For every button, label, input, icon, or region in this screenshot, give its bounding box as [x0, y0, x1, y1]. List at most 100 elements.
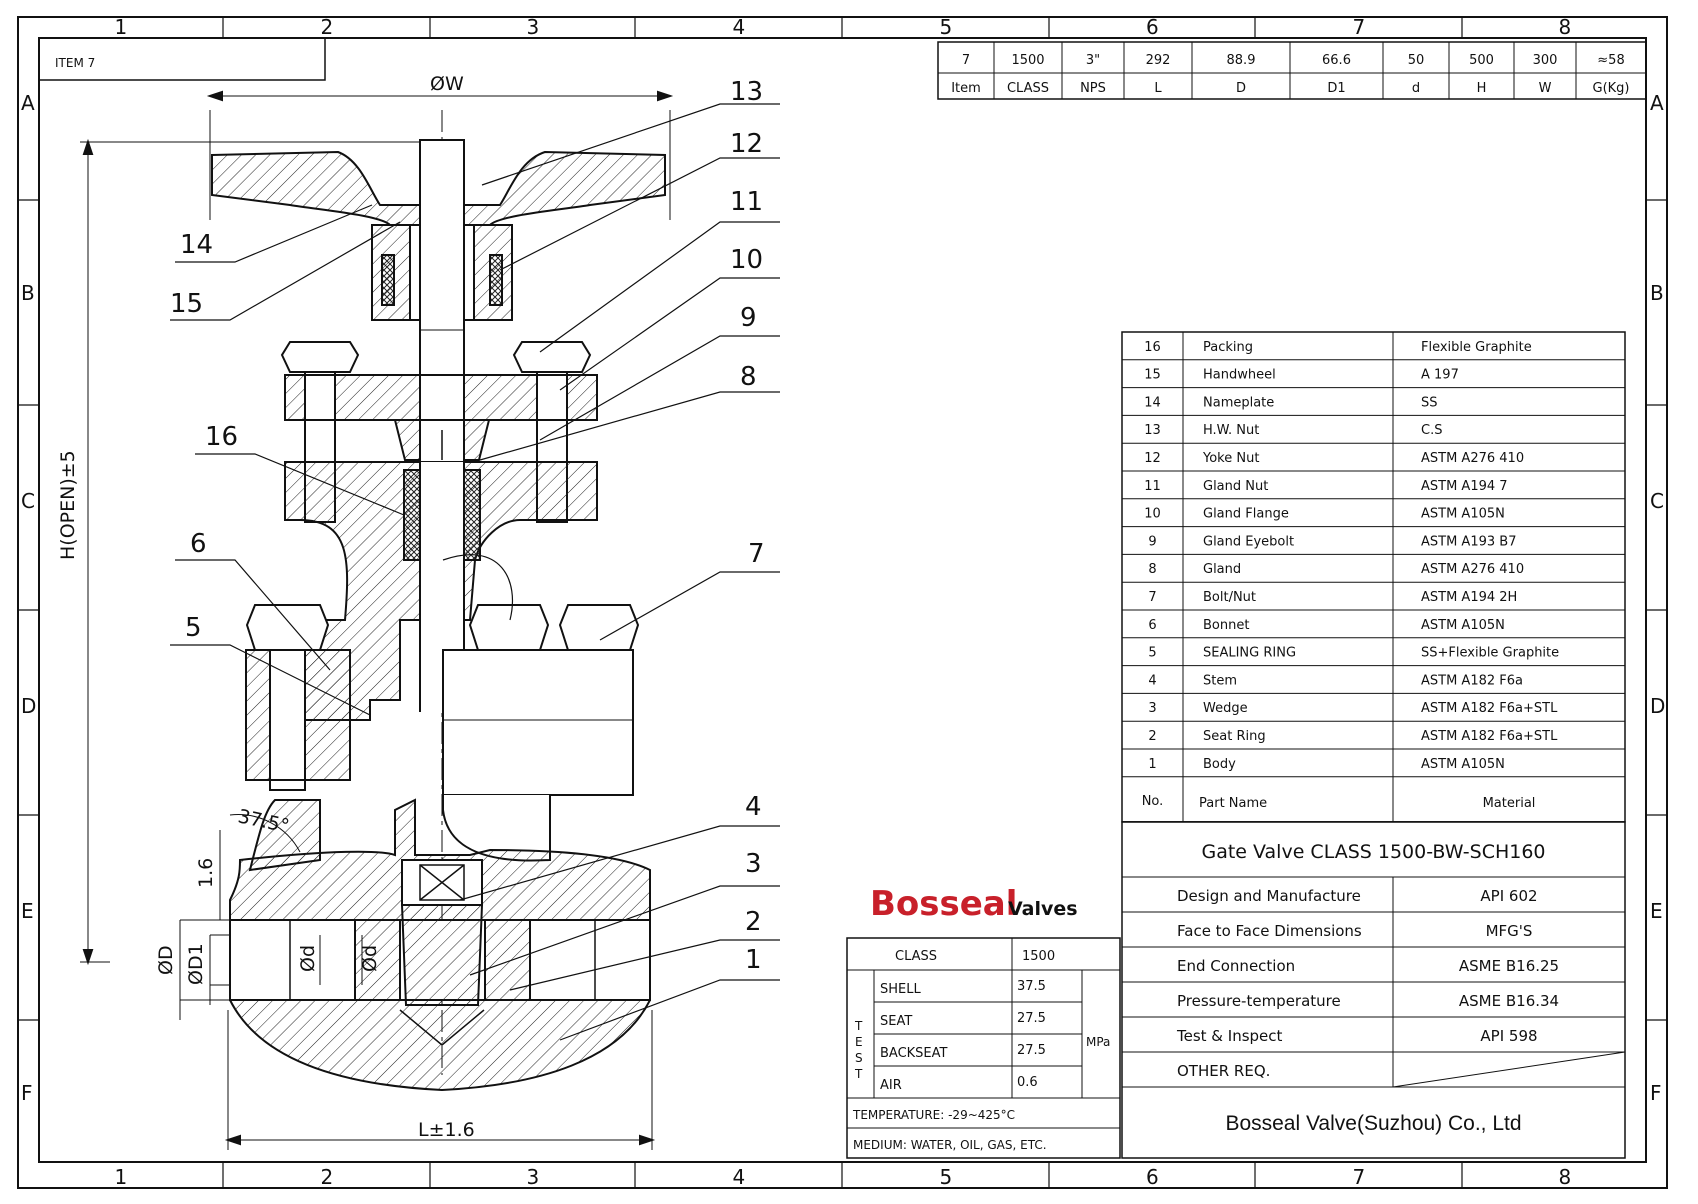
- leader-line: [175, 559, 331, 671]
- test-unit: MPa: [1086, 1035, 1110, 1049]
- callout-leaders: [170, 103, 780, 1041]
- frame-col-label-top: 4: [733, 15, 746, 39]
- dim-table-value: 500: [1469, 53, 1494, 68]
- gland-nut-left: [280, 341, 360, 373]
- part-no: 16: [1144, 340, 1161, 355]
- leader-line: [195, 453, 405, 516]
- part-name: Gland Flange: [1203, 507, 1289, 522]
- leader-line: [499, 157, 780, 271]
- part-no: 10: [1144, 507, 1161, 522]
- dim-table-value: 3": [1086, 53, 1100, 68]
- part-no: 12: [1144, 451, 1161, 466]
- dim-table-value: 292: [1146, 53, 1171, 68]
- part-no: 4: [1148, 673, 1156, 688]
- parts-header-name: Part Name: [1199, 796, 1267, 811]
- frame-row-label-right: E: [1650, 899, 1663, 923]
- test-row-value: 0.6: [1017, 1075, 1038, 1090]
- other-req-diagonal: [1392, 1051, 1626, 1088]
- callout-8: 8: [740, 362, 757, 392]
- part-material: Flexible Graphite: [1421, 340, 1532, 355]
- callout-9: 9: [740, 303, 757, 333]
- part-material: ASTM A194 2H: [1421, 590, 1517, 605]
- frame-col-label-bottom: 4: [733, 1165, 746, 1189]
- callout-15: 15: [170, 289, 203, 319]
- spec-label: Pressure-temperature: [1177, 992, 1341, 1010]
- leader-line: [459, 825, 780, 901]
- dim-h: H(OPEN)±5: [57, 450, 79, 560]
- part-no: 9: [1148, 534, 1156, 549]
- part-name: H.W. Nut: [1203, 423, 1259, 438]
- leader-line: [559, 979, 780, 1041]
- dim-table-header: D: [1236, 81, 1246, 96]
- dim-table-header: D1: [1327, 81, 1345, 96]
- test-side-label: T: [854, 1067, 863, 1081]
- part-no: 8: [1148, 562, 1156, 577]
- part-material: ASTM A182 F6a+STL: [1421, 729, 1558, 744]
- dim-bore-right: Ød: [359, 945, 381, 972]
- company-name: Bosseal Valve(Suzhou) Co., Ltd: [1225, 1112, 1521, 1135]
- valve-section-drawing: [80, 90, 674, 1150]
- test-row-value: 37.5: [1017, 979, 1046, 994]
- frame-row-label-right: B: [1650, 281, 1664, 305]
- part-material: ASTM A276 410: [1421, 451, 1524, 466]
- part-no: 14: [1144, 395, 1161, 410]
- test-class-label: CLASS: [895, 949, 937, 964]
- leader-line: [479, 391, 780, 461]
- frame-row-label-right: D: [1650, 694, 1665, 718]
- frame-row-label-left: A: [21, 91, 35, 115]
- part-material: ASTM A105N: [1421, 757, 1505, 772]
- spec-label: Test & Inspect: [1176, 1027, 1283, 1045]
- test-temperature: TEMPERATURE: -29~425°C: [852, 1108, 1015, 1122]
- item-box: ITEM 7: [39, 38, 326, 81]
- body-flange-exterior: [442, 649, 634, 796]
- leader-line: [481, 103, 780, 186]
- part-no: 13: [1144, 423, 1161, 438]
- part-material: ASTM A182 F6a: [1421, 673, 1523, 688]
- part-no: 3: [1148, 701, 1156, 716]
- part-material: SS: [1421, 395, 1438, 410]
- dim-table-header: d: [1412, 81, 1420, 96]
- part-no: 6: [1148, 618, 1156, 633]
- frame-col-label-top: 2: [321, 15, 334, 39]
- title-block-border: [1121, 821, 1626, 1159]
- spec-value: API 598: [1480, 1027, 1537, 1045]
- dim-table-value: 88.9: [1227, 53, 1256, 68]
- part-name: Bolt/Nut: [1203, 590, 1256, 605]
- frame-col-label-bottom: 2: [321, 1165, 334, 1189]
- test-side-label: S: [855, 1051, 863, 1065]
- part-material: SS+Flexible Graphite: [1421, 646, 1559, 661]
- part-material: C.S: [1421, 423, 1442, 438]
- frame-col-label-bottom: 6: [1146, 1165, 1159, 1189]
- company-logo: Bosseal Valves: [870, 884, 1078, 924]
- part-name: Nameplate: [1203, 395, 1274, 410]
- dim-d1: ØD1: [185, 943, 207, 985]
- test-row-label: BACKSEAT: [880, 1046, 948, 1061]
- part-name: Body: [1203, 757, 1236, 772]
- part-name: Bonnet: [1203, 618, 1249, 633]
- spec-value: ASME B16.25: [1459, 957, 1559, 975]
- spec-value: ASME B16.34: [1459, 992, 1559, 1010]
- part-name: Wedge: [1203, 701, 1248, 716]
- drawing-title: Gate Valve CLASS 1500-BW-SCH160: [1201, 841, 1545, 863]
- dim-table-header: G(Kg): [1593, 81, 1630, 96]
- dim-table-header: W: [1539, 81, 1552, 96]
- dim-bore-left: Ød: [297, 945, 319, 972]
- callout-13: 13: [730, 77, 763, 107]
- part-name: Gland Nut: [1203, 479, 1268, 494]
- leader-line: [170, 221, 401, 321]
- frame-row-label-right: A: [1650, 91, 1664, 115]
- dim-l: L±1.6: [418, 1119, 475, 1141]
- dim-table-value: 300: [1533, 53, 1558, 68]
- part-name: Handwheel: [1203, 368, 1276, 383]
- frame-row-label-left: F: [21, 1081, 33, 1105]
- part-name: Gland: [1203, 562, 1241, 577]
- part-no: 1: [1148, 757, 1156, 772]
- part-material: ASTM A194 7: [1421, 479, 1508, 494]
- test-row-label: SEAT: [880, 1014, 912, 1029]
- part-name: Yoke Nut: [1202, 451, 1259, 466]
- frame-row-label-left: C: [21, 489, 35, 513]
- spec-label: End Connection: [1177, 957, 1295, 975]
